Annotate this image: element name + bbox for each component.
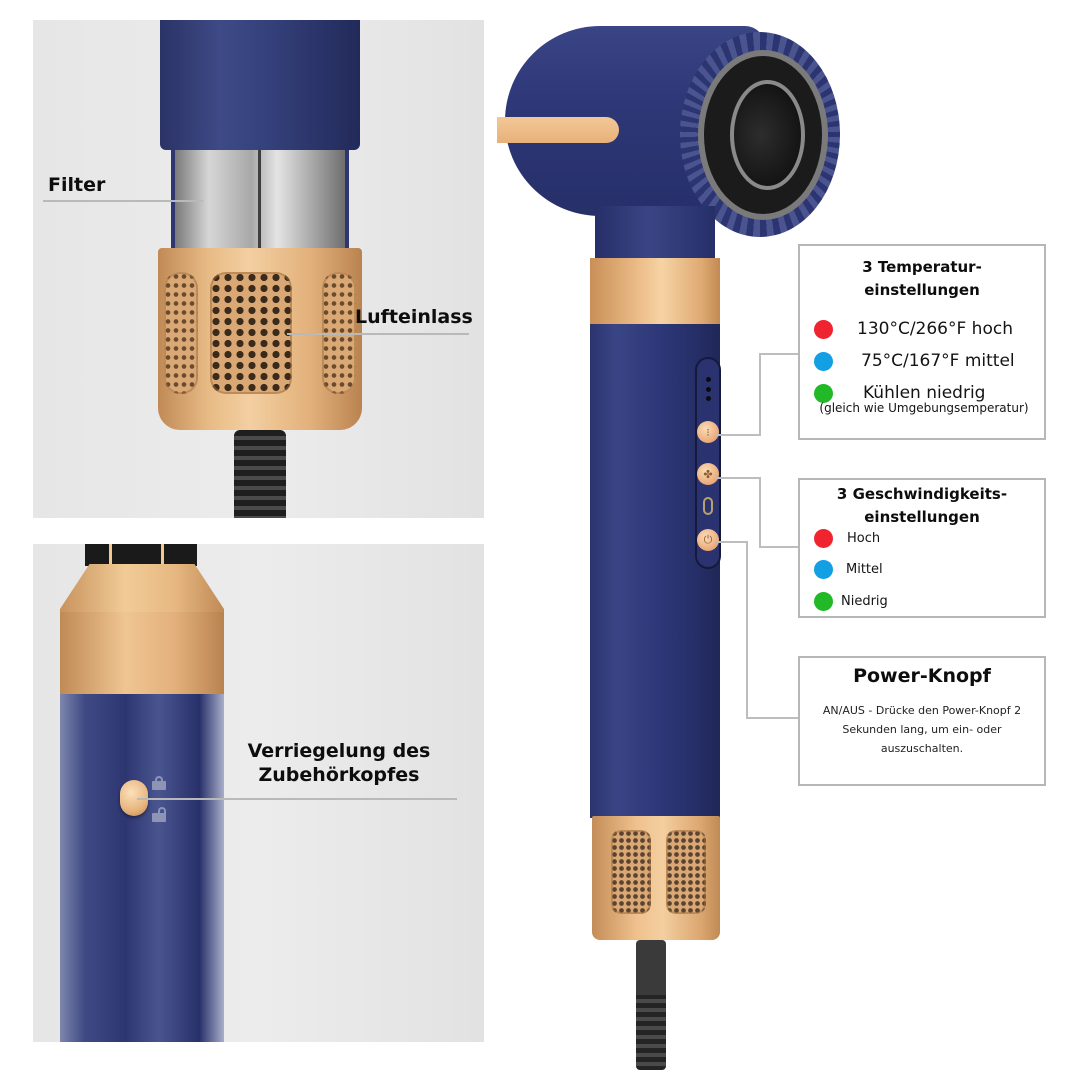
thermometer-icon: ⁝ <box>706 425 710 439</box>
fan-icon: ✤ <box>703 467 713 481</box>
speed-settings-box: 3 Geschwindigkeits- einstellungen Hoch M… <box>798 478 1046 618</box>
green-dot-icon <box>814 383 833 403</box>
inlet-grille-right <box>666 830 706 914</box>
temp-connector <box>716 434 760 436</box>
inlet-grille-left <box>164 272 198 394</box>
gold-cone <box>60 564 224 614</box>
temperature-item-high: 130°C/266°F hoch <box>814 319 1013 339</box>
temperature-item-medium: 75°C/167°F mittel <box>814 351 1015 371</box>
inlet-grille-left <box>611 830 651 914</box>
filter-seam <box>258 150 261 250</box>
power-description: AN/AUS - Drücke den Power-Knopf 2 Sekund… <box>822 704 1022 755</box>
gold-collar <box>60 612 224 694</box>
speed-item-medium: Mittel <box>814 560 883 579</box>
blue-dot-icon <box>814 351 833 371</box>
navy-handle <box>60 694 224 1042</box>
power-cord <box>234 430 286 518</box>
speed-item-low: Niedrig <box>814 592 888 611</box>
power-icon: ⏻ <box>703 533 713 546</box>
speed-item-label: Mittel <box>846 562 883 577</box>
power-connector <box>746 541 748 719</box>
red-dot-icon <box>814 319 833 339</box>
speed-connector <box>759 546 799 548</box>
lock-closed-icon <box>152 776 166 790</box>
indicator-led <box>706 377 711 382</box>
speed-connector <box>716 477 760 479</box>
power-cord <box>636 940 666 1070</box>
power-title: Power-Knopf <box>853 665 991 687</box>
indicator-led <box>706 387 711 392</box>
temperature-item-label: 130°C/266°F hoch <box>857 319 1013 339</box>
inlet-grille-center <box>210 272 292 394</box>
dryer-air-inlet <box>592 816 720 940</box>
speed-item-high: Hoch <box>814 529 880 548</box>
filter-closeup-panel: Filter Lufteinlass <box>33 20 484 518</box>
green-dot-icon <box>814 592 833 611</box>
speed-title-line1: 3 Geschwindigkeits- <box>836 485 1008 503</box>
dryer-gold-band <box>590 258 720 324</box>
temp-connector <box>759 353 799 355</box>
air-inlet-cap <box>158 248 362 430</box>
speed-connector <box>759 477 761 548</box>
control-panel: ⁝ ✤ ⏻ <box>695 357 721 569</box>
indicator-led <box>706 396 711 401</box>
temperature-item-cool: Kühlen niedrig <box>814 383 985 403</box>
temperature-title-line1: 3 Temperatur- <box>862 258 982 276</box>
dryer-nozzle-core <box>730 80 805 190</box>
temperature-settings-box: 3 Temperatur- einstellungen 130°C/266°F … <box>798 244 1046 440</box>
dryer-gold-stripe <box>497 117 619 143</box>
lock-open-icon <box>152 807 166 822</box>
lock-closeup-panel: Verriegelung des Zubehörkopfes <box>33 544 484 1042</box>
speed-title-line2: einstellungen <box>864 508 980 526</box>
filter-callout-line <box>43 200 203 202</box>
filter-label: Filter <box>48 174 106 196</box>
dryer-body-navy <box>160 20 360 150</box>
lock-label-line2: Zubehörkopfes <box>258 763 420 786</box>
speed-button[interactable]: ✤ <box>697 463 719 485</box>
power-button-box: Power-Knopf AN/AUS - Drücke den Power-Kn… <box>798 656 1046 786</box>
blue-dot-icon <box>814 560 833 579</box>
speed-item-label: Hoch <box>847 531 881 546</box>
temperature-item-label: Kühlen niedrig <box>863 383 986 403</box>
temperature-note: (gleich wie Umgebungsemperatur) <box>819 401 1029 415</box>
lock-callout-line <box>137 798 457 800</box>
power-connector <box>716 541 747 543</box>
dryer-neck <box>595 206 715 266</box>
temperature-title-line2: einstellungen <box>864 281 980 299</box>
power-button[interactable]: ⏻ <box>697 529 719 551</box>
speed-item-label: Niedrig <box>841 594 888 609</box>
air-inlet-label: Lufteinlass <box>355 306 473 328</box>
power-connector <box>746 717 799 719</box>
attachment-ring <box>85 544 197 566</box>
cool-shot-indicator <box>703 497 713 515</box>
air-inlet-callout-line <box>287 333 469 335</box>
lock-label: Verriegelung des Zubehörkopfes <box>215 740 463 788</box>
temperature-button[interactable]: ⁝ <box>697 421 719 443</box>
temp-connector <box>759 353 761 436</box>
lock-label-line1: Verriegelung des <box>247 740 431 762</box>
red-dot-icon <box>814 529 833 548</box>
temperature-item-label: 75°C/167°F mittel <box>861 351 1015 371</box>
